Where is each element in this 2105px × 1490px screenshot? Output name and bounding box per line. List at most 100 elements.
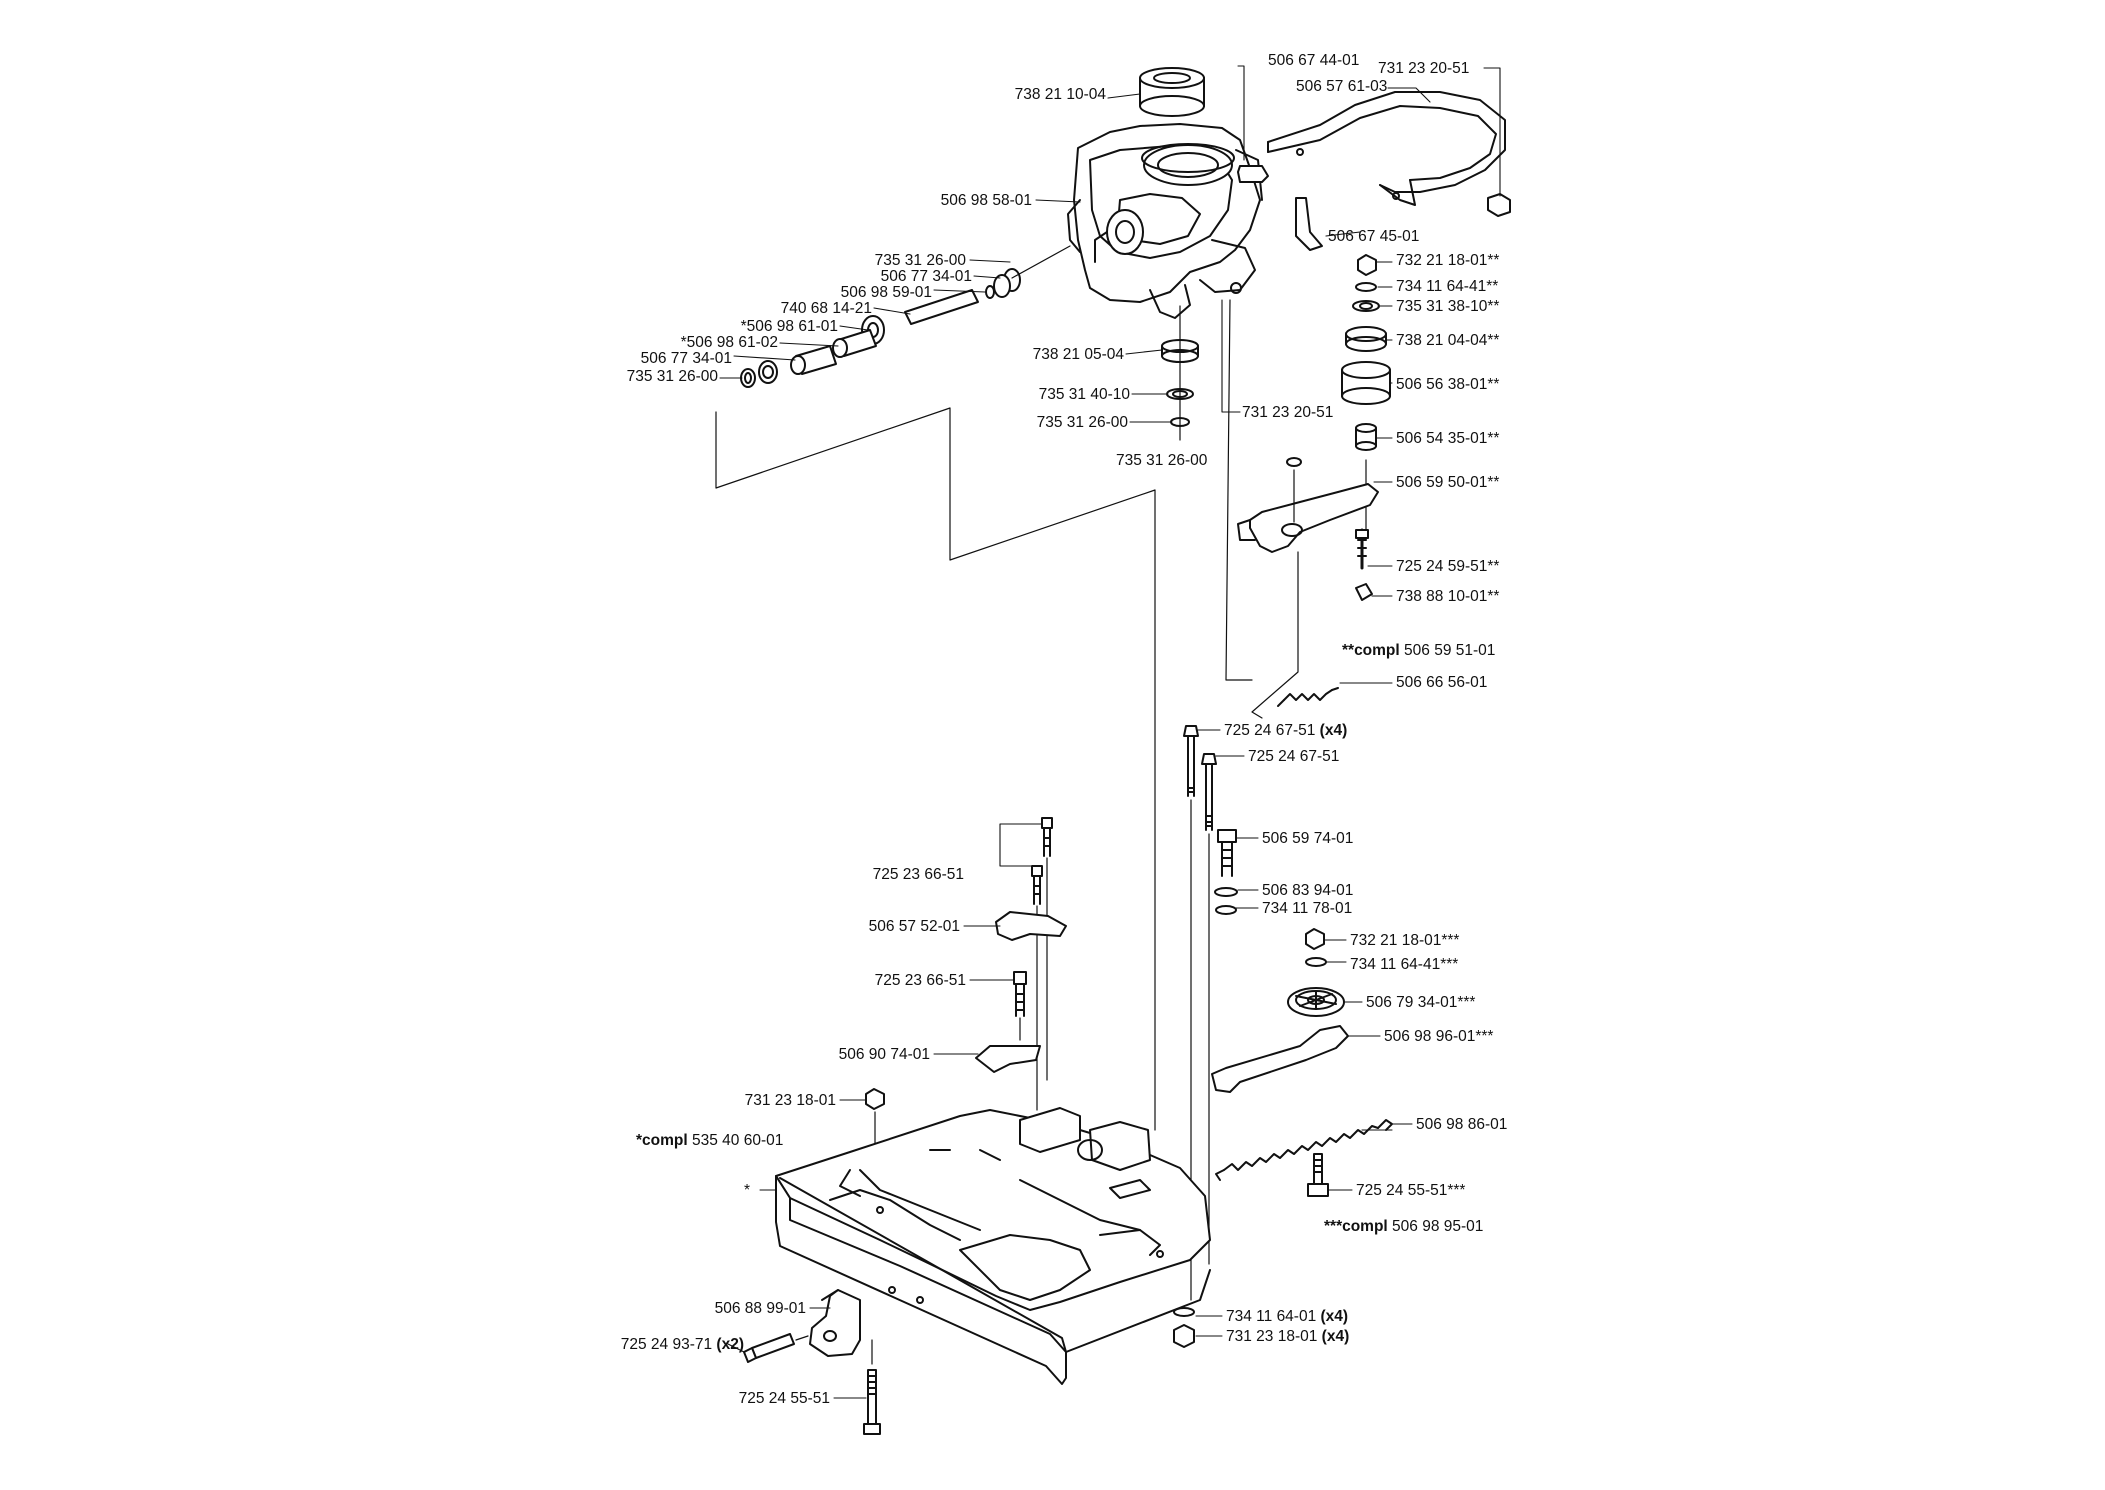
bolt-and-washers-center (1214, 829, 1238, 915)
part-label: 506 88 99-01 (714, 1300, 806, 1317)
compl-note-assembly: **compl 506 59 51-01 (1342, 642, 1495, 660)
bolt-lower-right (1307, 1153, 1329, 1197)
part-label: 725 23 66-51 (872, 866, 964, 883)
leader-lines (719, 65, 1501, 1399)
assembly-leader-right (1225, 299, 1299, 719)
small-bolts-upper (1031, 817, 1053, 1111)
qty-label: (x4) (1317, 1328, 1350, 1345)
part-label: 506 59 50-01** (1396, 474, 1500, 491)
part-label: 731 23 18-01 (1226, 1328, 1318, 1345)
part-label: 506 79 34-01*** (1366, 994, 1476, 1011)
part-label: 740 68 14-21 (780, 300, 872, 317)
part-label: 506 77 34-01 (640, 350, 732, 367)
arc-bracket (1267, 91, 1506, 206)
compl-note-value: 535 40 60-01 (687, 1132, 784, 1149)
hex-nut-bottom (1173, 1324, 1195, 1348)
part-label: 506 98 59-01 (840, 284, 932, 301)
part-label: 725 24 93-71 (620, 1336, 713, 1353)
part-label: 732 21 18-01** (1396, 252, 1500, 269)
extension-spring-lower (1215, 1119, 1393, 1181)
bracket-506-57-52 (995, 911, 1067, 941)
part-label: 506 54 35-01** (1396, 430, 1500, 447)
pivot-arm (1237, 457, 1379, 601)
part-label: 725 24 59-51** (1396, 558, 1500, 575)
part-label: 725 24 55-51*** (1356, 1182, 1466, 1199)
part-label: 725 23 66-51 (874, 972, 966, 989)
part-label: 734 11 64-41*** (1350, 956, 1459, 973)
part-label: *506 98 61-01 (740, 318, 838, 335)
part-label: 506 59 74-01 (1262, 830, 1354, 847)
part-label: 735 31 38-10** (1396, 298, 1500, 315)
part-label: 738 21 04-04** (1396, 332, 1500, 349)
part-label-with-qty: 725 24 67-51 (x4) (1224, 722, 1347, 740)
part-label: 738 21 05-04 (1032, 346, 1124, 363)
left-shaft-stack (740, 245, 1071, 388)
part-label: 731 23 20-51 (1242, 404, 1334, 421)
part-label: 506 57 52-01 (868, 918, 960, 935)
extension-spring-upper (1277, 687, 1339, 707)
part-label: 735 31 26-00 (1036, 414, 1128, 431)
top-bearing (1139, 67, 1205, 117)
bolt-lower-left (863, 1339, 881, 1435)
part-label: *506 98 61-02 (680, 334, 778, 351)
part-label: 732 21 18-01*** (1350, 932, 1460, 949)
small-bracket-upper (1237, 165, 1269, 183)
part-label: 506 67 45-01 (1328, 228, 1420, 245)
hex-nut-left (865, 1088, 885, 1110)
part-label: 506 66 56-01 (1396, 674, 1488, 691)
part-label: 506 98 58-01 (940, 192, 1032, 209)
part-label-with-qty: 725 24 93-71 (x2) (604, 1336, 744, 1354)
small-bolt-middle (1013, 971, 1027, 1041)
part-label: 738 88 10-01** (1396, 588, 1500, 605)
part-label: 735 31 26-00 (1116, 452, 1208, 469)
part-label: 738 21 10-04 (1014, 86, 1106, 103)
part-label: 734 11 64-41** (1396, 278, 1499, 295)
base-frame (775, 1107, 1211, 1385)
part-label: * (744, 1182, 751, 1199)
part-label: 506 83 94-01 (1262, 882, 1354, 899)
part-label-with-qty: 734 11 64-01 (x4) (1226, 1308, 1348, 1326)
part-label: 506 57 61-03 (1296, 78, 1388, 95)
center-bearing-stack (1161, 305, 1199, 441)
part-label: 506 90 74-01 (838, 1046, 930, 1063)
compl-note-prefix: *compl (636, 1132, 688, 1149)
part-label: 735 31 26-00 (626, 368, 718, 385)
compl-note-prefix: ***compl (1324, 1218, 1388, 1235)
part-label-with-qty: 731 23 18-01 (x4) (1226, 1328, 1349, 1346)
assembly-leader-left (715, 407, 1156, 1131)
plate-506-90-74 (975, 1045, 1041, 1073)
part-label: 506 98 86-01 (1416, 1116, 1508, 1133)
part-label: 734 11 64-01 (1226, 1308, 1317, 1325)
bolt-horizontal (743, 1333, 809, 1363)
part-label: 725 24 67-51 (1248, 748, 1340, 765)
pulley-stack (1287, 928, 1345, 1017)
part-label: 731 23 20-51 (1378, 60, 1470, 77)
hex-nut-upper-right (1487, 193, 1511, 217)
small-bracket-lower (1295, 197, 1323, 251)
compl-note-value: 506 59 51-01 (1399, 642, 1496, 659)
qty-label: (x4) (1315, 722, 1348, 739)
part-label: 506 67 44-01 (1268, 52, 1360, 69)
gearbox-housing (1067, 123, 1263, 319)
idler-arm (1211, 1025, 1349, 1093)
washer-bottom (1173, 1307, 1195, 1317)
compl-note-frame: *compl 535 40 60-01 (636, 1132, 783, 1150)
long-bolt-right (1201, 753, 1217, 1265)
part-label: 735 31 40-10 (1038, 386, 1130, 403)
part-label: 506 98 96-01*** (1384, 1028, 1494, 1045)
part-label: 731 23 18-01 (744, 1092, 836, 1109)
part-label: 506 77 34-01 (880, 268, 972, 285)
front-bracket (809, 1289, 861, 1357)
part-label: 725 24 67-51 (1224, 722, 1316, 739)
compl-note-prefix: **compl (1342, 642, 1400, 659)
compl-note-value: 506 98 95-01 (1387, 1218, 1484, 1235)
part-label: 734 11 78-01 (1262, 900, 1353, 917)
part-label: 735 31 26-00 (874, 252, 966, 269)
compl-note-pulley: ***compl 506 98 95-01 (1324, 1218, 1483, 1236)
qty-label: (x2) (712, 1336, 744, 1353)
part-label: 506 56 38-01** (1396, 376, 1500, 393)
qty-label: (x4) (1316, 1308, 1349, 1325)
part-label: 725 24 55-51 (738, 1390, 830, 1407)
